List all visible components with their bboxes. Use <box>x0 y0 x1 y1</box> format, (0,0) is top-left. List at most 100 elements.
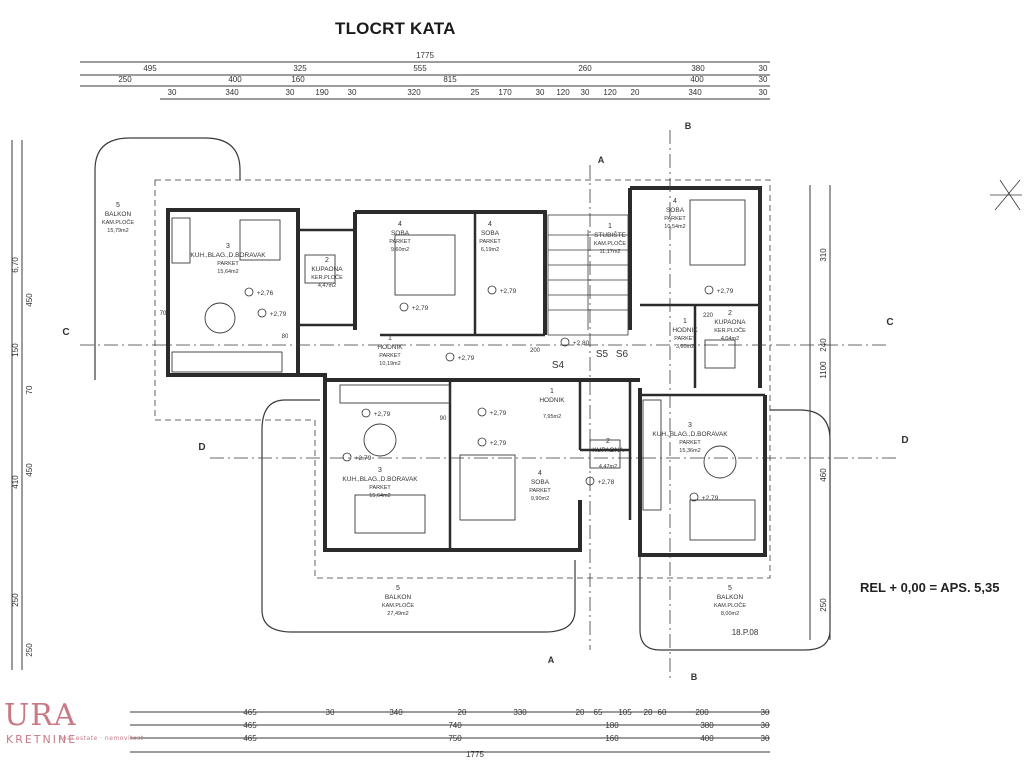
room-area: 27,49m2 <box>387 611 408 617</box>
room-number: 5 <box>396 585 400 592</box>
compass-rose-icon <box>990 179 1022 211</box>
room-name: KUH.,BLAG.,D.BORAVAK <box>342 476 418 483</box>
room-finish: PARKET <box>679 440 701 446</box>
room-area: 4,47m2 <box>318 283 336 289</box>
room-name: BALKON <box>385 594 412 601</box>
dim-bottom-total: 1775 <box>466 750 484 759</box>
dim-right: 460 <box>819 468 828 482</box>
dim-bottom-row2: 465 <box>243 721 257 730</box>
dim-bottom-row3: 30 <box>761 734 770 743</box>
room-finish: PARKET <box>664 216 686 222</box>
level-mark-icon <box>704 285 714 295</box>
room-area: 15,79m2 <box>107 228 128 234</box>
dim-bottom-row1: 65 <box>594 708 603 717</box>
dim-bottom-row1: 20 <box>458 708 467 717</box>
level-value: +2,76 <box>257 290 274 297</box>
dim-bottom-row1: 340 <box>389 708 403 717</box>
room-number: 1 <box>608 223 612 230</box>
room-number: 2 <box>325 257 329 264</box>
level-value: +2,79 <box>412 305 429 312</box>
dim-bottom-row1: 20 <box>644 708 653 717</box>
dim-top-total: 1775 <box>416 51 434 60</box>
furniture <box>171 199 756 541</box>
dim-bottom-row3: 400 <box>700 734 714 743</box>
room-area: 6,19m2 <box>481 247 499 253</box>
room-finish: KAM.PLOČE <box>594 240 626 247</box>
staircase <box>547 214 629 336</box>
dim-top-row3: 30 <box>536 88 545 97</box>
room-area: 10,54m2 <box>664 224 685 230</box>
logo-tagline: real estate · nemovitost <box>60 735 144 742</box>
balcony-bottom-left-outline <box>261 399 576 633</box>
dim-left: 6,70 <box>11 257 20 273</box>
dim-top-row3: 120 <box>556 88 570 97</box>
dim-top-row3: 30 <box>286 88 295 97</box>
dim-left: 450 <box>25 293 34 307</box>
room-area: 11,17m2 <box>600 249 621 255</box>
door-dimension: 220 <box>703 313 714 319</box>
dim-bottom-row1: 200 <box>695 708 709 717</box>
dim-bottom-row1: 105 <box>618 708 632 717</box>
logo-wordmark: URA <box>4 698 77 733</box>
section-marker-d: D <box>901 435 908 446</box>
room-name: HODNIK <box>377 344 403 351</box>
room-name: KUPAONA <box>311 266 343 273</box>
section-marker-a: A <box>598 155 605 165</box>
door-dimension: 200 <box>530 348 541 354</box>
room-name: SOBA <box>391 230 410 237</box>
door-dimension: 90 <box>440 416 447 422</box>
level-value: +2,80 <box>573 340 590 347</box>
level-mark-icon <box>477 407 487 417</box>
level-value: +2,79 <box>374 411 391 418</box>
room-area: 8,00m2 <box>721 611 739 617</box>
dim-bottom-row2: 740 <box>448 721 462 730</box>
level-value: +2,78 <box>598 479 615 486</box>
level-value: +2,79 <box>702 495 719 502</box>
dim-top-row1: 30 <box>759 64 768 73</box>
room-finish: PARKET <box>379 353 401 359</box>
dim-left: 150 <box>11 343 20 357</box>
room-finish: PARKET <box>529 488 551 494</box>
stair-label-s6: S6 <box>616 349 629 360</box>
level-value: +2,79 <box>717 288 734 295</box>
room-area: 4,04m2 <box>721 336 739 342</box>
dim-bottom-row1: 60 <box>658 708 667 717</box>
section-marker-b: B <box>691 672 698 682</box>
room-finish: PARKET <box>389 239 411 245</box>
room-number: 3 <box>688 422 692 429</box>
room-name: BALKON <box>717 594 744 601</box>
room-number: 3 <box>226 243 230 250</box>
section-marker-a: A <box>548 655 555 665</box>
dim-top-row1: 260 <box>578 64 592 73</box>
balcony-top-left-outline <box>94 137 241 380</box>
dim-bottom-row3: 465 <box>243 734 257 743</box>
room-name: KUPAONA <box>714 319 746 326</box>
dim-right: 250 <box>819 598 828 612</box>
level-value: +2,79 <box>458 355 475 362</box>
dim-top-row3: 120 <box>603 88 617 97</box>
reference-level-note: REL + 0,00 = APS. 5,35 <box>860 580 1000 595</box>
level-mark-icon <box>244 287 254 297</box>
room-area: 4,47m2 <box>599 464 617 470</box>
room-number: 5 <box>728 585 732 592</box>
room-area: 10,19m2 <box>379 361 400 367</box>
room-number: 4 <box>398 221 402 228</box>
section-marker-c: C <box>886 317 893 328</box>
room-name: BALKON <box>105 211 132 218</box>
balcony-bottom-right-outline <box>639 409 831 651</box>
dim-top-row2: 30 <box>759 75 768 84</box>
room-finish: KAM.PLOČE <box>102 219 134 226</box>
dim-top-row3: 340 <box>688 88 702 97</box>
dim-left: 250 <box>11 593 20 607</box>
room-name: STUBIŠTE <box>594 230 626 239</box>
room-finish: KAM.PLOČE <box>382 602 414 609</box>
room-finish: PARKET <box>674 336 696 342</box>
dim-top-row3: 25 <box>471 88 480 97</box>
room-area: 15,36m2 <box>679 448 700 454</box>
plan-stamp: 18.P.08 <box>732 628 759 637</box>
room-area: 3,60m2 <box>676 344 694 350</box>
room-name: SOBA <box>666 207 685 214</box>
room-finish: PARKET <box>369 485 391 491</box>
dim-top-row3: 30 <box>348 88 357 97</box>
